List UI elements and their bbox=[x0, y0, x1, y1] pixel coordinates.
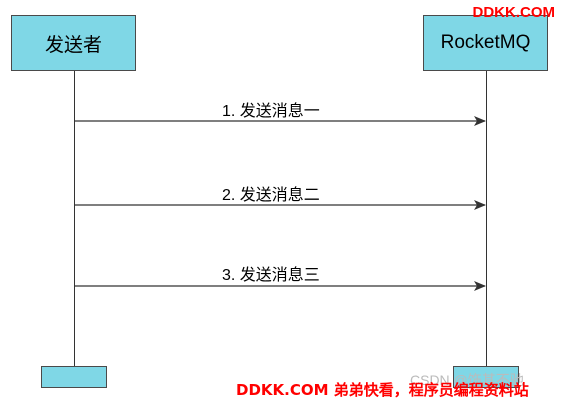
sender-participant-label: 发送者 bbox=[44, 34, 102, 56]
sender-footer-box bbox=[41, 366, 107, 388]
sender-lifeline bbox=[74, 71, 75, 366]
rocketmq-participant-box: RocketMQ bbox=[423, 15, 548, 71]
watermark-top-right: DDKK.COM bbox=[472, 4, 556, 21]
sender-participant-box: 发送者 bbox=[11, 15, 136, 71]
message-label-2: 2. 发送消息二 bbox=[222, 187, 320, 204]
message-label-3: 3. 发送消息三 bbox=[222, 267, 320, 284]
watermark-csdn: CSDN @饰其不驰 bbox=[410, 372, 524, 388]
rocketmq-participant-label: RocketMQ bbox=[440, 32, 531, 53]
rocketmq-lifeline bbox=[486, 71, 487, 366]
watermark-bottom: DDKK.COM 弟弟快看，程序员编程资料站 bbox=[236, 381, 529, 399]
rocketmq-footer-box bbox=[453, 366, 519, 388]
message-label-1: 1. 发送消息一 bbox=[222, 103, 320, 120]
